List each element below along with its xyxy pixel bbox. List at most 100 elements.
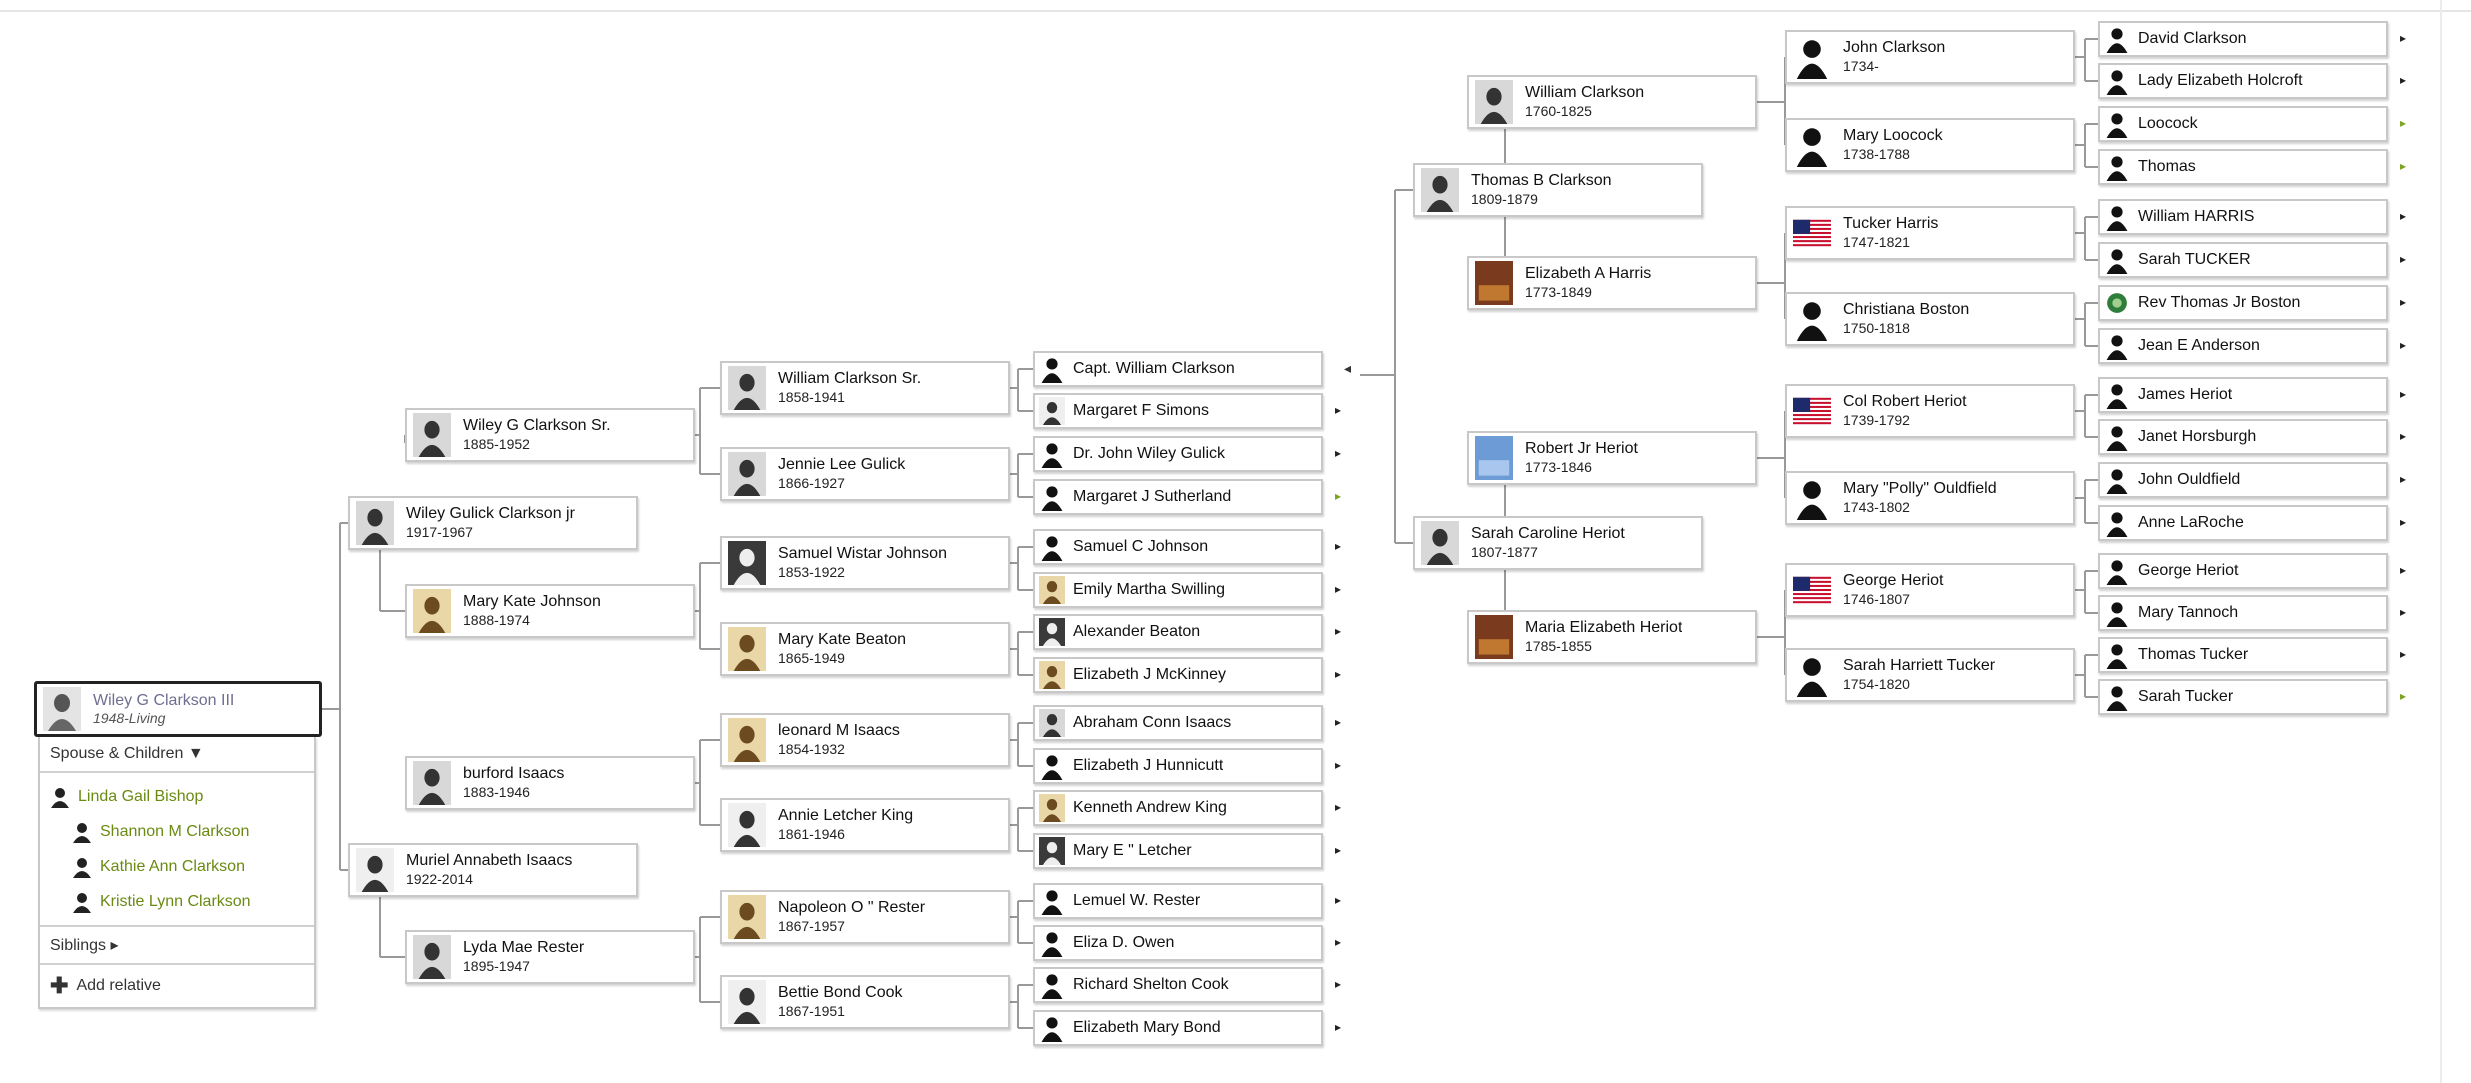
expand-arrow-icon[interactable]: ▸	[2399, 31, 2407, 45]
expand-arrow-icon[interactable]: ▸	[1334, 1020, 1342, 1034]
ancestor-card[interactable]: Margaret F Simons	[1033, 393, 1323, 429]
expand-arrow-icon[interactable]: ▸	[2399, 387, 2407, 401]
ancestor-card[interactable]: Janet Horsburgh	[2098, 419, 2388, 455]
ancestor-card[interactable]: Margaret J Sutherland	[1033, 479, 1323, 515]
ancestor-card[interactable]: Eliza D. Owen	[1033, 925, 1323, 961]
ancestor-card[interactable]: Elizabeth J McKinney	[1033, 657, 1323, 693]
ancestor-card[interactable]: Sarah TUCKER	[2098, 242, 2388, 278]
person-card[interactable]: William Clarkson Sr.1858-1941	[720, 361, 1010, 415]
expand-arrow-icon[interactable]: ▸	[1334, 800, 1342, 814]
ancestor-card[interactable]: Thomas	[2098, 149, 2388, 185]
expand-arrow-icon[interactable]: ▸	[2399, 73, 2407, 87]
ancestor-card[interactable]: James Heriot	[2098, 377, 2388, 413]
ancestor-card[interactable]: William HARRIS	[2098, 199, 2388, 235]
ancestor-card[interactable]: Rev Thomas Jr Boston	[2098, 285, 2388, 321]
ancestor-card[interactable]: Kenneth Andrew King	[1033, 790, 1323, 826]
collapse-left-arrow-icon[interactable]: ◂	[1344, 360, 1352, 376]
root-person-card[interactable]: Wiley G Clarkson III 1948-Living	[34, 681, 322, 737]
ancestor-card[interactable]: David Clarkson	[2098, 21, 2388, 57]
expand-arrow-icon[interactable]: ▸	[1334, 582, 1342, 596]
ancestor-card[interactable]: Capt. William Clarkson	[1033, 351, 1323, 387]
ancestor-card[interactable]: Sarah Tucker	[2098, 679, 2388, 715]
expand-arrow-icon[interactable]: ▸	[2399, 209, 2407, 223]
siblings-toggle[interactable]: Siblings ▸	[40, 925, 314, 963]
expand-arrow-icon[interactable]: ▸	[2399, 472, 2407, 486]
expand-arrow-icon[interactable]: ▸	[1334, 893, 1342, 907]
expand-arrow-icon[interactable]: ▸	[1334, 843, 1342, 857]
expand-arrow-icon[interactable]: ▸	[1334, 403, 1342, 417]
expand-arrow-icon[interactable]: ▸	[2399, 689, 2407, 703]
spouse-link[interactable]: Linda Gail Bishop	[50, 779, 304, 814]
expand-arrow-icon[interactable]: ▸	[2399, 563, 2407, 577]
expand-arrow-icon[interactable]: ▸	[1334, 446, 1342, 460]
ancestor-card[interactable]: Loocock	[2098, 106, 2388, 142]
expand-arrow-icon[interactable]: ▸	[2399, 338, 2407, 352]
ancestor-card[interactable]: Richard Shelton Cook	[1033, 967, 1323, 1003]
expand-arrow-icon[interactable]: ▸	[2399, 429, 2407, 443]
expand-arrow-icon[interactable]: ▸	[2399, 159, 2407, 173]
ancestor-card[interactable]: Elizabeth J Hunnicutt	[1033, 748, 1323, 784]
ancestor-card[interactable]: Jean E Anderson	[2098, 328, 2388, 364]
ancestor-card[interactable]: John Ouldfield	[2098, 462, 2388, 498]
expand-arrow-icon[interactable]: ▸	[2399, 116, 2407, 130]
ancestor-card[interactable]: George Heriot	[2098, 553, 2388, 589]
expand-arrow-icon[interactable]: ▸	[1334, 539, 1342, 553]
ancestor-card[interactable]: Mary Tannoch	[2098, 595, 2388, 631]
ancestor-card[interactable]: Lemuel W. Rester	[1033, 883, 1323, 919]
expand-arrow-icon[interactable]: ▸	[1334, 935, 1342, 949]
spouse-children-toggle[interactable]: Spouse & Children ▼	[50, 745, 204, 762]
ancestor-card[interactable]: Thomas Tucker	[2098, 637, 2388, 673]
ancestor-card[interactable]: Elizabeth Mary Bond	[1033, 1010, 1323, 1046]
ancestor-card[interactable]: Dr. John Wiley Gulick	[1033, 436, 1323, 472]
ancestor-card[interactable]: Emily Martha Swilling	[1033, 572, 1323, 608]
child-link[interactable]: Kristie Lynn Clarkson	[50, 884, 304, 919]
ancestor-card[interactable]: Samuel C Johnson	[1033, 529, 1323, 565]
expand-arrow-icon[interactable]: ▸	[2399, 647, 2407, 661]
child-link[interactable]: Kathie Ann Clarkson	[50, 849, 304, 884]
expand-arrow-icon[interactable]: ▸	[1334, 758, 1342, 772]
child-link[interactable]: Shannon M Clarkson	[50, 814, 304, 849]
expand-arrow-icon[interactable]: ▸	[2399, 515, 2407, 529]
expand-arrow-icon[interactable]: ▸	[1334, 624, 1342, 638]
ancestor-card[interactable]: Anne LaRoche	[2098, 505, 2388, 541]
expand-arrow-icon[interactable]: ▸	[2399, 295, 2407, 309]
ancestor-card[interactable]: Alexander Beaton	[1033, 614, 1323, 650]
person-card[interactable]: Wiley G Clarkson Sr.1885-1952	[405, 408, 695, 462]
expand-arrow-icon[interactable]: ▸	[1334, 667, 1342, 681]
add-relative-button[interactable]: ✚ Add relative	[40, 963, 314, 1007]
expand-arrow-icon[interactable]: ▸	[1334, 489, 1342, 503]
ancestor-card[interactable]: Lady Elizabeth Holcroft	[2098, 63, 2388, 99]
expand-arrow-icon[interactable]: ▸	[1334, 715, 1342, 729]
ancestor-card[interactable]: Mary E " Letcher	[1033, 833, 1323, 869]
expand-arrow-icon[interactable]: ▸	[2399, 605, 2407, 619]
expand-arrow-icon[interactable]: ▸	[2399, 252, 2407, 266]
expand-arrow-icon[interactable]: ▸	[1334, 977, 1342, 991]
ancestor-card[interactable]: Abraham Conn Isaacs	[1033, 705, 1323, 741]
